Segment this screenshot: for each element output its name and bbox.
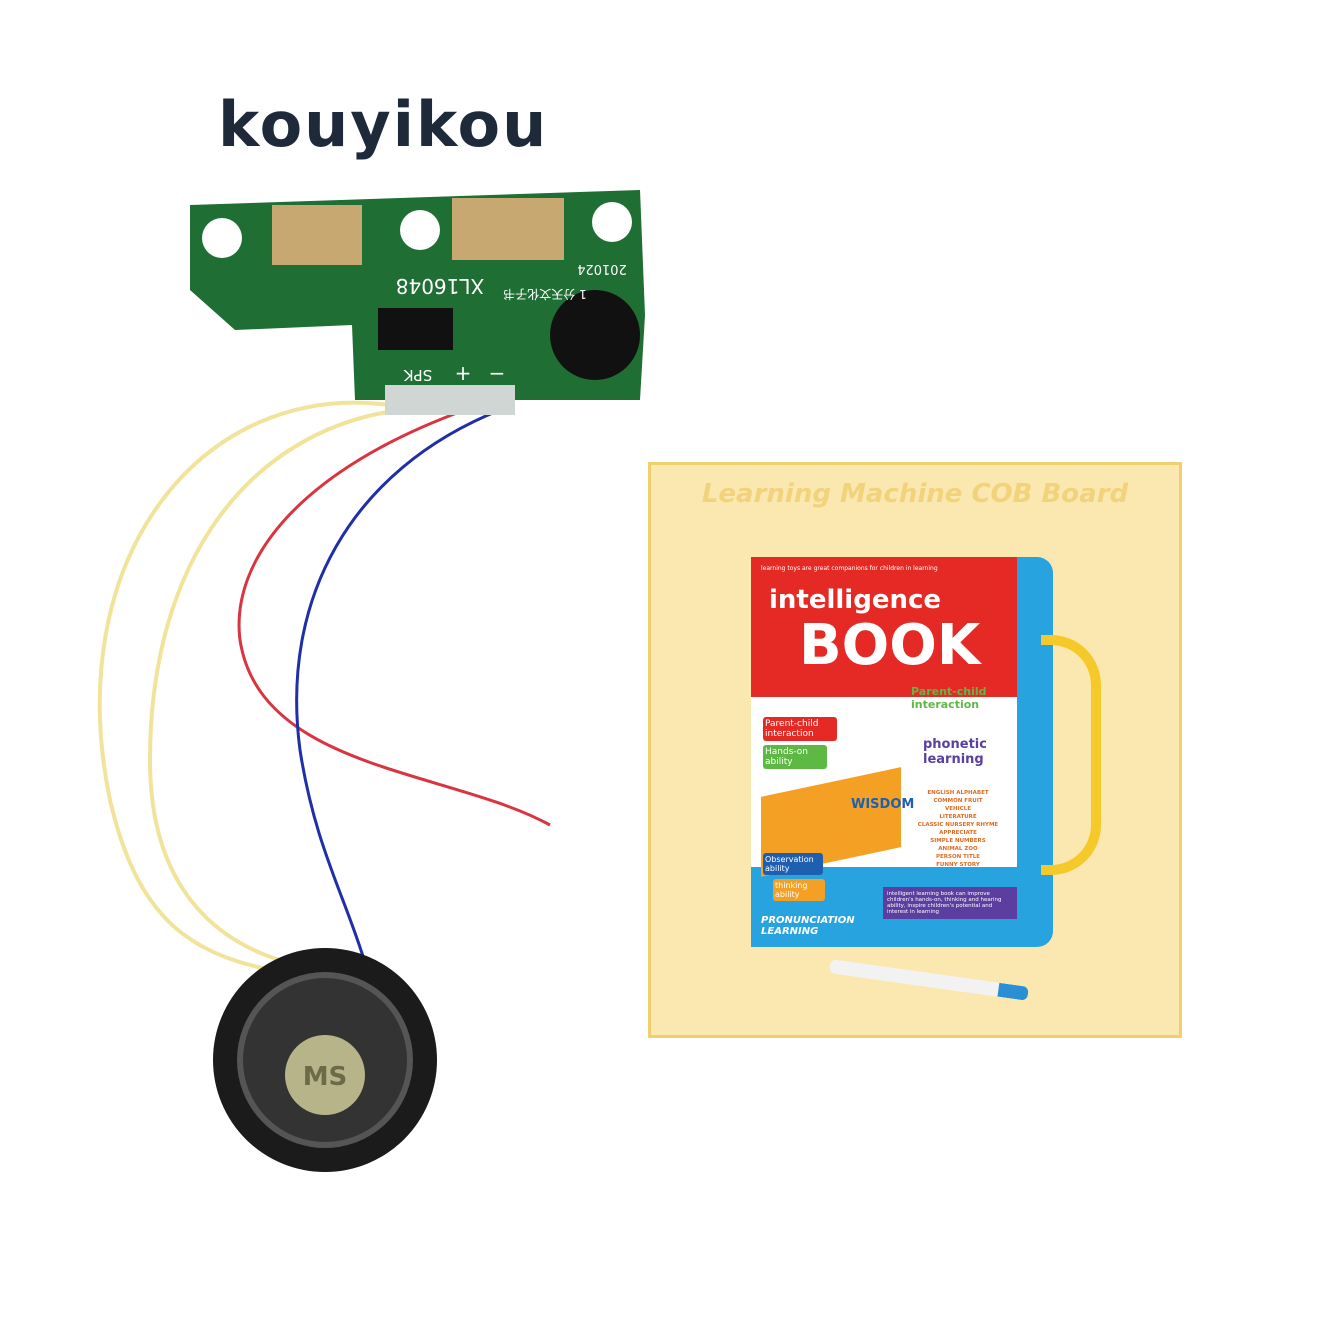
- pcb-spk-label: SPK: [403, 366, 433, 384]
- book-cover: learning toys are great companions for c…: [751, 557, 1017, 947]
- terminal-block: [385, 385, 515, 415]
- topic: FUNNY STORY: [936, 862, 980, 868]
- pcb-plus-label: +: [455, 361, 472, 385]
- pcb-model: XL16048: [396, 274, 484, 298]
- mount-hole: [592, 202, 632, 242]
- brand-logo: kouyikou: [218, 88, 549, 161]
- book-description: intelligent learning book can improve ch…: [883, 887, 1017, 919]
- wisdom-label: WISDOM: [851, 797, 915, 812]
- topic: CLASSIC NURSERY RHYME: [917, 822, 999, 828]
- book-title-top: intelligence: [769, 585, 942, 615]
- topic: VEHICLE: [945, 806, 971, 812]
- cob-blob: [550, 290, 640, 380]
- topic: ANIMAL ZOO: [938, 846, 978, 852]
- topic: SIMPLE NUMBERS: [930, 838, 986, 844]
- speaker-cone: [285, 1035, 365, 1115]
- badge: phonetic learning: [923, 737, 987, 767]
- marker-pen: [828, 959, 1030, 1001]
- topic: LITERATURE: [939, 814, 977, 820]
- topic: COMMON FRUIT: [933, 798, 983, 804]
- pcb-minus-label: −: [489, 361, 506, 385]
- badge: Parent-child interaction: [911, 685, 987, 711]
- topic: ENGLISH ALPHABET: [927, 790, 989, 796]
- badge: Parent-child interaction: [763, 717, 837, 741]
- book-title-main: BOOK: [799, 613, 981, 678]
- contact-pads: [452, 198, 564, 260]
- panel-caption: Learning Machine COB Board: [701, 479, 1129, 509]
- badge: Observation ability: [763, 853, 823, 875]
- mount-hole: [400, 210, 440, 250]
- pcb-chinese-mark: 1 分天文化子书: [503, 287, 586, 302]
- contact-pads: [272, 205, 362, 265]
- cover-red-band: [751, 557, 1017, 697]
- chip: [378, 308, 453, 350]
- topic: APPRECIATE: [939, 830, 977, 836]
- pcb-date: 201024: [577, 261, 627, 276]
- yellow-wire-2: [147, 408, 401, 972]
- mount-hole: [202, 218, 242, 258]
- book-handle: [1041, 635, 1101, 875]
- speaker-label: MS: [303, 1062, 348, 1092]
- book-tagline: learning toys are great companions for c…: [761, 565, 938, 572]
- pronunciation-label: PRONUNCIATION LEARNING: [761, 915, 855, 937]
- book-spine-panel: [1017, 557, 1053, 947]
- yellow-wire: [97, 400, 391, 977]
- topic: PERSON TITLE: [936, 854, 980, 860]
- badge: thinking ability: [773, 879, 825, 901]
- topic-list: ENGLISH ALPHABET COMMON FRUIT VEHICLE LI…: [903, 789, 1013, 869]
- red-wire: [237, 408, 551, 827]
- badge: Hands-on ability: [763, 745, 827, 769]
- product-panel: Learning Machine COB Board learning toys…: [648, 462, 1182, 1038]
- blue-wire: [295, 408, 501, 1041]
